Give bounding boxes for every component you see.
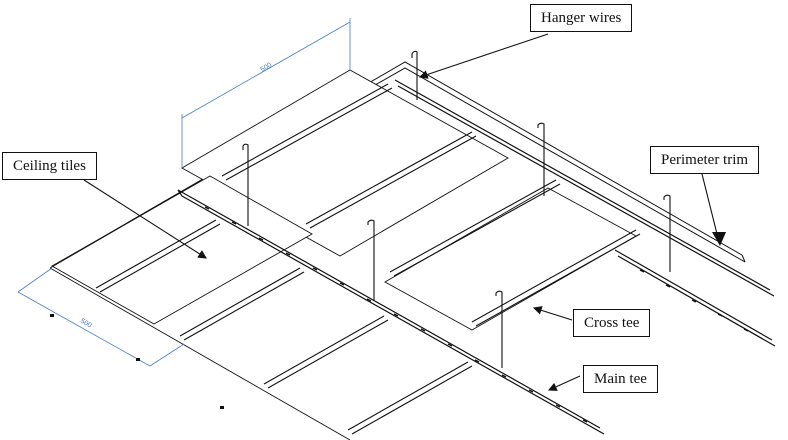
main-tees — [177, 79, 775, 435]
ceiling-tile-panels — [51, 69, 637, 331]
perimeter-trim-label: Perimeter trim — [650, 146, 760, 174]
main-tee-label: Main tee — [583, 365, 658, 393]
dimension-left — [17, 267, 185, 367]
ceiling-tile-front — [49, 193, 351, 440]
dimension-left-label: 500 — [79, 318, 93, 330]
dimension-top — [181, 18, 351, 168]
hanger-wires-label: Hanger wires — [530, 4, 633, 32]
perimeter-trim-arrowhead — [712, 232, 726, 246]
main-tee-right — [614, 249, 776, 347]
ceiling-tiles-label: Ceiling tiles — [2, 152, 97, 180]
callout-leaders — [83, 33, 719, 391]
grid-markers — [50, 314, 224, 409]
hanger-wires — [242, 50, 671, 368]
main-tee-slots — [204, 206, 749, 423]
cross-tees — [95, 83, 641, 435]
cross-tee-label: Cross tee — [573, 309, 651, 337]
dimension-top-label: 500 — [260, 62, 274, 74]
